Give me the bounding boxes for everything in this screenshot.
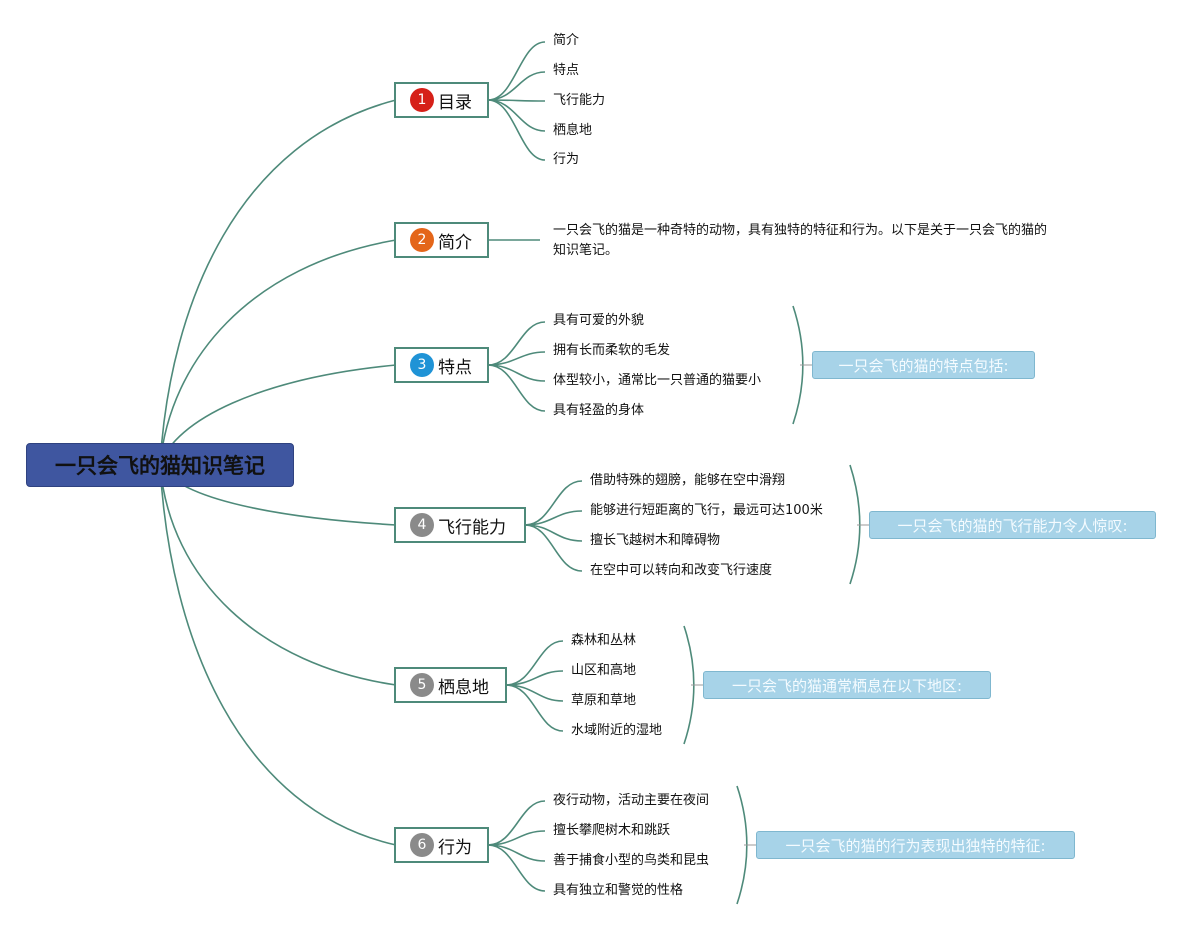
root-topic-label: 一只会飞的猫知识笔记 [55, 454, 265, 478]
leaf-item[interactable]: 体型较小，通常比一只普通的猫要小 [553, 373, 762, 388]
link-root-topic-5 [159, 464, 397, 686]
link-t4-leaf-1 [524, 480, 583, 526]
link-t1-leaf-2 [487, 71, 546, 101]
topic-behavior[interactable]: 6 行为 [394, 827, 489, 863]
leaf-item[interactable]: 具有可爱的外貌 [553, 313, 645, 328]
summary-note[interactable]: 一只会飞的猫通常栖息在以下地区: [703, 671, 991, 699]
link-t5-leaf-4 [505, 684, 564, 732]
topic-intro[interactable]: 2 简介 [394, 222, 489, 258]
topic-label: 特点 [438, 357, 472, 378]
leaf-item[interactable]: 具有轻盈的身体 [553, 403, 645, 418]
leaf-item[interactable]: 擅长飞越树木和障碍物 [590, 533, 721, 548]
link-t1-leaf-5 [487, 99, 546, 161]
number-2-icon: 2 [410, 228, 434, 252]
topic-flight[interactable]: 4 飞行能力 [394, 507, 526, 543]
topic-features[interactable]: 3 特点 [394, 347, 489, 383]
leaf-item[interactable]: 简介 [553, 33, 580, 48]
link-t1-leaf-1 [487, 41, 546, 101]
link-t6-leaf-1 [487, 800, 546, 846]
link-t1-leaf-4 [487, 99, 546, 132]
leaf-item[interactable]: 特点 [553, 63, 580, 78]
leaf-item[interactable]: 借助特殊的翅膀，能够在空中滑翔 [590, 473, 786, 488]
leaf-item[interactable]: 草原和草地 [571, 693, 637, 708]
number-4-icon: 4 [410, 513, 434, 537]
leaf-item[interactable]: 山区和高地 [571, 663, 637, 678]
topic-label: 飞行能力 [438, 517, 506, 538]
link-t5-leaf-1 [505, 640, 564, 686]
leaf-item[interactable]: 行为 [553, 152, 580, 167]
leaf-item[interactable]: 拥有长而柔软的毛发 [553, 343, 671, 358]
leaf-item[interactable]: 擅长攀爬树木和跳跃 [553, 823, 671, 838]
topic-contents[interactable]: 1 目录 [394, 82, 489, 118]
summary-note[interactable]: 一只会飞的猫的特点包括: [812, 351, 1035, 379]
leaf-item[interactable]: 栖息地 [553, 123, 593, 138]
number-3-icon: 3 [410, 353, 434, 377]
link-root-topic-6 [159, 464, 397, 846]
link-root-topic-1 [159, 99, 397, 466]
leaf-item[interactable]: 具有独立和警觉的性格 [553, 883, 684, 898]
leaf-item[interactable]: 夜行动物，活动主要在夜间 [553, 793, 710, 808]
leaf-item[interactable]: 在空中可以转向和改变飞行速度 [590, 563, 773, 578]
link-t6-leaf-4 [487, 844, 546, 892]
link-t3-leaf-4 [487, 364, 546, 412]
link-t3-leaf-1 [487, 321, 546, 366]
topic-habitat[interactable]: 5 栖息地 [394, 667, 507, 703]
topic-label: 简介 [438, 232, 472, 253]
topic-label: 目录 [438, 92, 472, 113]
number-5-icon: 5 [410, 673, 434, 697]
leaf-item[interactable]: 能够进行短距离的飞行，最远可达100米 [590, 503, 823, 518]
summary-note[interactable]: 一只会飞的猫的飞行能力令人惊叹: [869, 511, 1156, 539]
leaf-item[interactable]: 飞行能力 [553, 93, 606, 108]
number-1-icon: 1 [410, 88, 434, 112]
root-topic[interactable]: 一只会飞的猫知识笔记 [26, 443, 294, 487]
link-root-topic-2 [159, 239, 397, 466]
number-6-icon: 6 [410, 833, 434, 857]
leaf-item[interactable]: 善于捕食小型的鸟类和昆虫 [553, 853, 710, 868]
summary-note[interactable]: 一只会飞的猫的行为表现出独特的特征: [756, 831, 1075, 859]
leaf-item[interactable]: 森林和丛林 [571, 633, 637, 648]
topic-label: 栖息地 [438, 677, 489, 698]
leaf-item[interactable]: 水域附近的湿地 [571, 723, 663, 738]
intro-text[interactable]: 一只会飞的猫是一种奇特的动物，具有独特的特征和行为。以下是关于一只会飞的猫的知识… [553, 223, 1048, 258]
topic-label: 行为 [438, 837, 472, 858]
link-t4-leaf-4 [524, 524, 583, 572]
